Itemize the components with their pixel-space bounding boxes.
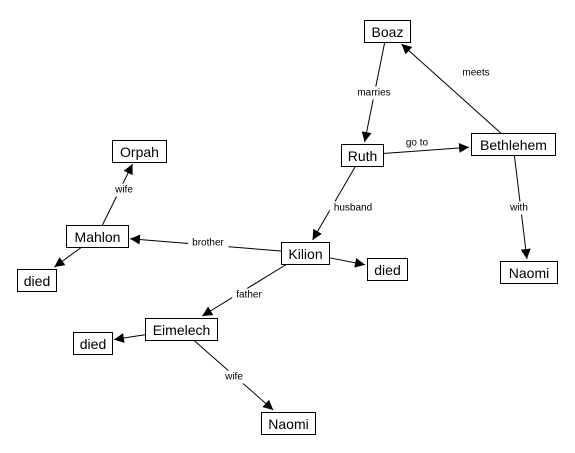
node-box <box>66 225 129 248</box>
edge-kilion-to-eimelech: father <box>201 263 288 317</box>
edge-label-background <box>188 236 229 250</box>
node-box <box>112 140 167 163</box>
node-label: Bethlehem <box>480 137 547 153</box>
node-eimelech[interactable]: Eimelech <box>145 318 218 341</box>
node-label: Eimelech <box>153 322 211 338</box>
node-label: Boaz <box>372 24 404 40</box>
node-label: Ruth <box>348 148 378 164</box>
node-ruth[interactable]: Ruth <box>341 144 384 167</box>
node-label: Mahlon <box>75 229 121 245</box>
edge-label-background <box>220 370 248 384</box>
node-died3[interactable]: died <box>73 332 113 355</box>
edge-label-background <box>329 201 377 215</box>
node-boaz[interactable]: Boaz <box>364 20 411 43</box>
node-kilion[interactable]: Kilion <box>281 242 330 265</box>
edge-label: wife <box>224 372 243 383</box>
node-box <box>145 318 218 341</box>
node-naomi1[interactable]: Naomi <box>500 261 558 284</box>
node-died2[interactable]: died <box>367 258 408 281</box>
edge-label-background <box>353 86 395 100</box>
edge-eimelech-to-died3 <box>113 333 146 343</box>
node-box <box>367 258 408 281</box>
edge-bethlehem-to-naomi1: with <box>505 154 532 260</box>
edge-label-background <box>458 66 494 80</box>
edge-line <box>113 333 146 343</box>
edge-label: wife <box>114 185 133 196</box>
edge-eimelech-to-naomi2: wife <box>193 339 274 411</box>
node-box <box>73 332 113 355</box>
node-box <box>261 412 316 435</box>
edge-label: marries <box>357 88 390 99</box>
edge-kilion-to-died2 <box>328 257 366 268</box>
edge-line <box>328 257 366 268</box>
edge-line <box>382 142 470 154</box>
node-label: Naomi <box>509 265 549 281</box>
edge-bethlehem-to-boaz: meets <box>401 43 502 134</box>
edge-line <box>54 246 83 268</box>
node-box <box>500 261 558 284</box>
edge-boaz-to-ruth: marries <box>353 41 395 143</box>
node-mahlon[interactable]: Mahlon <box>66 225 129 248</box>
edge-kilion-to-mahlon: brother <box>129 234 282 252</box>
edge-label-background <box>505 201 532 215</box>
edge-label: with <box>509 203 528 214</box>
node-label: died <box>24 273 50 289</box>
node-label: died <box>374 262 400 278</box>
node-bethlehem[interactable]: Bethlehem <box>471 133 556 156</box>
edge-label-background <box>110 183 138 197</box>
node-box <box>341 144 384 167</box>
edge-mahlon-to-orpah: wife <box>101 163 138 226</box>
edge-label-background <box>401 136 433 150</box>
node-naomi2[interactable]: Naomi <box>261 412 316 435</box>
node-box <box>471 133 556 156</box>
edge-label: brother <box>192 238 224 249</box>
edge-label-background <box>232 288 267 302</box>
node-died1[interactable]: died <box>17 269 57 292</box>
node-orpah[interactable]: Orpah <box>112 140 167 163</box>
edge-label: meets <box>462 68 489 79</box>
node-box <box>364 20 411 43</box>
edge-line <box>401 43 502 134</box>
node-label: Naomi <box>268 416 308 432</box>
edge-ruth-to-bethlehem: go to <box>382 136 470 154</box>
edge-label: father <box>236 290 262 301</box>
edge-mahlon-to-died1 <box>54 246 83 268</box>
node-label: Orpah <box>120 144 159 160</box>
node-label: Kilion <box>288 246 322 262</box>
node-box <box>281 242 330 265</box>
node-box <box>17 269 57 292</box>
edge-label: husband <box>334 203 372 214</box>
node-label: died <box>80 336 106 352</box>
edge-ruth-to-kilion: husband <box>312 165 377 241</box>
edge-label: go to <box>406 138 429 149</box>
